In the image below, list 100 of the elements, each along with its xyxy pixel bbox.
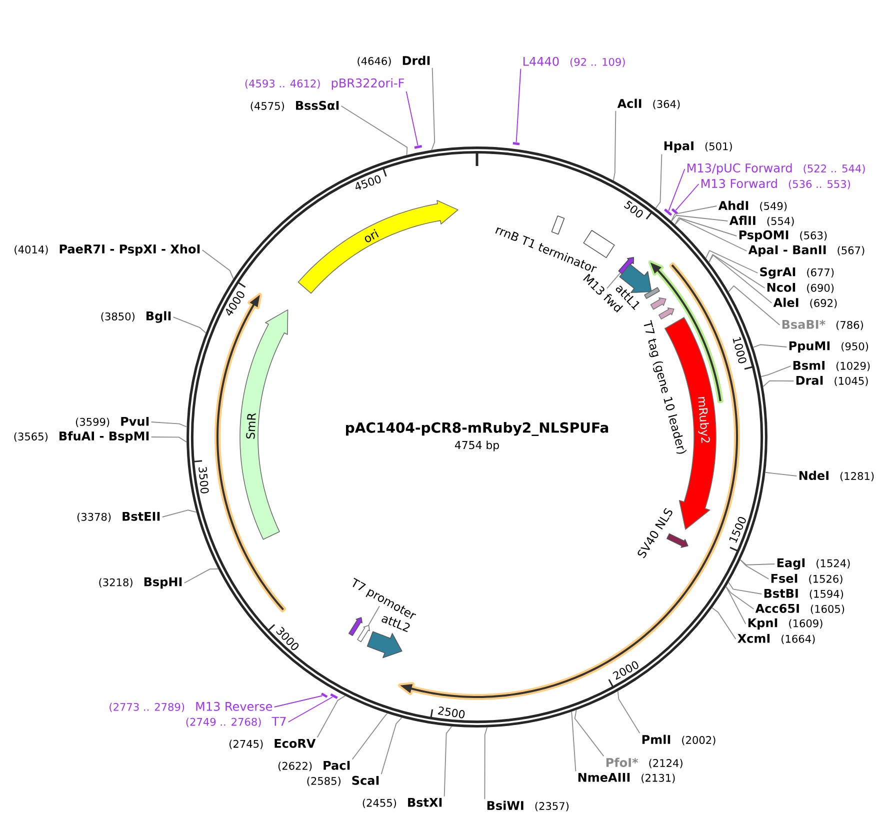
site-label: HpaI (501) <box>664 141 732 153</box>
primer-mark <box>320 692 328 698</box>
feature-bar <box>644 287 660 299</box>
leader-line <box>184 568 219 584</box>
site-label: AhdI (549) <box>718 200 787 212</box>
feature-block: ori <box>298 200 458 294</box>
leader-line <box>675 184 700 211</box>
site-label: NcoI (690) <box>767 282 834 294</box>
leader-line <box>752 344 788 348</box>
site-label: (2455) BstXI <box>362 798 442 808</box>
leader-line <box>316 695 346 738</box>
scale-label: 1500 <box>729 517 746 543</box>
leader-line <box>674 218 748 252</box>
leader-line <box>202 250 234 280</box>
leader-line <box>674 217 738 236</box>
leader-line <box>352 712 388 760</box>
scale-label: 4500 <box>356 175 381 190</box>
primer-mark <box>671 208 678 215</box>
site-label: AleI (692) <box>773 298 837 308</box>
site-label: (2585) ScaI <box>307 776 379 786</box>
site-label: BsiWI (2357) <box>487 800 569 812</box>
site-label: (3218) BspHI <box>99 577 182 589</box>
primer-label: (4593 .. 4612) pBR322ori-F <box>245 78 404 90</box>
site-label: BstBI (1594) <box>764 588 844 600</box>
leader-line <box>728 582 762 594</box>
leader-line <box>617 690 640 734</box>
leader-line <box>516 68 522 143</box>
leader-line <box>368 606 380 626</box>
feature-marker <box>348 617 362 636</box>
leader-line <box>571 711 576 772</box>
site-label: NdeI (1281) <box>799 470 874 482</box>
leader-line <box>444 726 452 797</box>
leader-line <box>606 272 621 289</box>
terminator-box <box>551 215 565 235</box>
leader-line <box>670 214 728 222</box>
site-label: PfoI* (2124) <box>606 758 682 768</box>
leader-line <box>288 696 333 722</box>
site-label: (2622) PacI <box>278 760 350 772</box>
leader-line <box>726 586 746 624</box>
site-label: (3850) BglI <box>101 311 171 323</box>
leader-line <box>655 154 662 209</box>
site-label: ApaI - BanII (567) <box>748 245 864 257</box>
scale-label: 3500 <box>198 467 209 494</box>
leader-line <box>760 366 792 378</box>
leader-line <box>484 726 488 800</box>
leader-line <box>712 607 736 640</box>
primer-label: (2749 .. 2768) T7 <box>186 716 286 728</box>
site-label: BsaBI* (786) <box>782 320 863 330</box>
site-label: AclI (364) <box>617 98 680 110</box>
site-label: PmlI (2002) <box>642 734 716 746</box>
leader-line <box>705 250 758 274</box>
leader-line <box>380 717 402 775</box>
leader-line <box>762 380 794 388</box>
orf-marker <box>214 292 286 612</box>
site-label: (2745) EcoRV <box>230 738 316 750</box>
site-label: Acc65I (1605) <box>755 604 844 614</box>
leader-line <box>274 695 323 708</box>
leader-line <box>574 710 604 757</box>
feature-marker <box>658 308 674 320</box>
site-label: FseI (1526) <box>771 574 842 584</box>
scale-label: 2500 <box>438 706 465 718</box>
primer-label: M13 Forward (536 .. 553) <box>701 178 850 190</box>
leader-line <box>406 90 418 146</box>
feature-marker <box>650 297 666 310</box>
site-label: BsmI (1029) <box>793 360 870 372</box>
primer-label: (2773 .. 2789) M13 Reverse <box>110 702 272 712</box>
leader-line <box>668 168 686 212</box>
primer-label: L4440 (92 .. 109) <box>523 56 625 68</box>
leader-line <box>728 285 780 326</box>
leader-line <box>708 254 772 304</box>
primer-mark <box>414 145 422 149</box>
leader-line <box>172 316 206 334</box>
leader-line <box>670 206 718 222</box>
leader-line <box>612 110 616 181</box>
site-label: (4014) PaeR7I - PspXI - XhoI <box>14 244 200 256</box>
site-label: NmeAIII (2131) <box>578 772 675 784</box>
primer-mark <box>330 693 338 700</box>
site-label: AflII (554) <box>729 216 794 226</box>
sequence-length: 4754 bp <box>454 440 499 452</box>
scale-label: 500 <box>624 200 643 218</box>
site-label: PspOMI (563) <box>739 230 827 242</box>
scale-label: 1000 <box>732 337 746 364</box>
primer-mark <box>512 142 520 146</box>
site-label: (3565) BfuAI - BspMI <box>14 431 149 443</box>
plasmid-name: pAC1404-pCR8-mRuby2_NLSPUFa <box>346 422 608 436</box>
leader-line <box>150 436 188 443</box>
leader-line <box>708 254 766 288</box>
site-label: DraI (1045) <box>796 376 868 386</box>
leader-line <box>726 586 754 610</box>
feature-marker <box>357 624 370 642</box>
site-label: XcmI (1664) <box>738 634 815 644</box>
leader-line <box>431 67 436 151</box>
leader-line <box>340 106 408 156</box>
feature-block: SmR <box>240 309 288 540</box>
site-label: (4646) DrdI <box>358 56 430 66</box>
leader-line <box>162 510 197 518</box>
leader-line <box>150 422 188 428</box>
primer-mark <box>664 208 672 216</box>
site-label: (3599) PvuI <box>76 416 149 428</box>
site-label: SgrAI (677) <box>760 267 834 279</box>
